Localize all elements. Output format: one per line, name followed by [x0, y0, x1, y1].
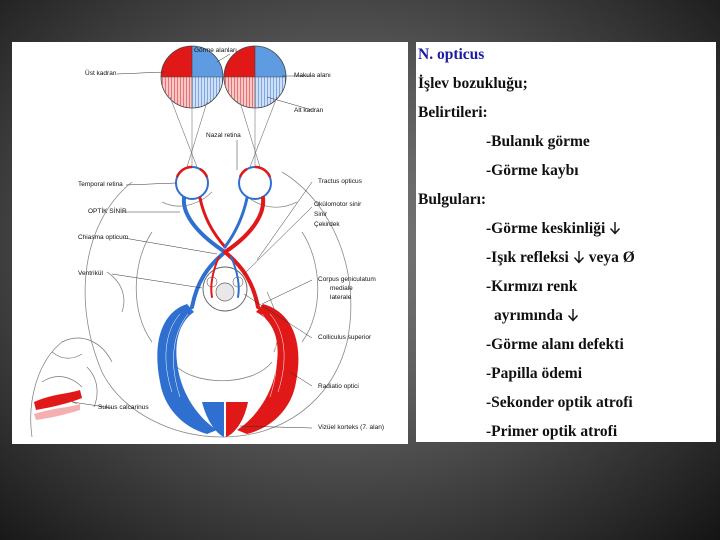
right-eye: [238, 165, 272, 200]
medial-brain-sketch: [30, 337, 113, 438]
label-sinir: Sinir: [314, 211, 328, 218]
right-optic-radiation: [237, 304, 299, 434]
optic-nerves: [181, 196, 266, 254]
ayriminda-text: ayrımında: [494, 307, 563, 324]
left-visual-field: [160, 45, 224, 109]
calcarine-pink: [34, 404, 80, 420]
label-chiasma-opticum: Chiasma opticum: [78, 234, 129, 241]
visual-cortex: [202, 402, 248, 437]
isik-refleksi-suffix: veya Ø: [588, 249, 635, 266]
label-colliculus-superior: Colliculus superior: [318, 334, 372, 341]
label-gorme-alanlari: Görme alanları: [194, 47, 237, 54]
label-optik-sinir: OPTİK SİNİR: [88, 208, 127, 215]
label-corpus-geniculatum: Corpus geniculatum: [318, 276, 376, 283]
notes-line-belirtileri: Belirtileri:: [418, 104, 488, 121]
notes-panel: N. opticus İşlev bozukluğu; Belirtileri:…: [416, 42, 716, 442]
label-okulomotor-sinir: Okülomotor sinir: [314, 201, 362, 208]
notes-title: N. opticus: [418, 46, 485, 63]
visual-pathway-figure: Görme alanları Üst kadran Makula alanı A…: [12, 42, 408, 444]
notes-line-gorme-alani: -Görme alanı defekti: [486, 336, 624, 353]
right-visual-field: [223, 45, 287, 109]
down-arrow-icon: [610, 222, 621, 235]
light-rays: [169, 96, 278, 168]
label-tractus-opticus: Tractus opticus: [318, 178, 362, 185]
label-mediale: mediale: [330, 285, 353, 292]
label-ust-kadran: Üst kadran: [85, 70, 117, 77]
notes-line-ayriminda: ayrımında: [494, 308, 579, 324]
notes-line-gorme-kaybi: -Görme kaybı: [486, 162, 579, 179]
isik-refleksi-text: -Işık refleksi: [486, 249, 569, 266]
label-sulcus-calcarinus: Sulcus calcarinus: [98, 404, 149, 411]
notes-line-gorme-keskinligi: -Görme keskinliği: [486, 221, 621, 237]
label-radiatio-optici: Radiatio optici: [318, 383, 359, 390]
label-visual-korteks: Vizüel korteks (7. alan): [318, 424, 384, 431]
down-arrow-icon: [573, 251, 584, 264]
midbrain: [202, 266, 248, 312]
label-nazal-retina: Nazal retina: [206, 132, 241, 139]
label-laterale: laterale: [330, 294, 352, 301]
left-eye: [175, 165, 209, 200]
visual-pathway-diagram: [30, 45, 352, 438]
label-makula-alani: Makula alanı: [294, 72, 331, 79]
notes-line-kirmizi-renk: -Kırmızı renk: [486, 278, 578, 295]
gorme-keskinligi-text: -Görme keskinliği: [486, 220, 606, 237]
notes-line-primer: -Primer optik atrofi: [486, 423, 618, 440]
label-alt-kadran: Alt kadran: [294, 107, 324, 114]
down-arrow-icon: [567, 309, 578, 322]
label-temporal-retina: Temporal retina: [78, 181, 123, 188]
leader-lines: [71, 53, 313, 429]
notes-line-papilla: -Papilla ödemi: [486, 365, 583, 382]
notes-line-islev: İşlev bozukluğu;: [418, 75, 528, 92]
notes-line-sekonder: -Sekonder optik atrofi: [486, 394, 633, 411]
notes-line-bulanik: -Bulanık görme: [486, 133, 590, 150]
calcarine-red: [34, 390, 82, 410]
notes-line-isik-refleksi: -Işık refleksi veya Ø: [486, 250, 635, 266]
label-cekirdek: Çekirdek: [314, 221, 340, 228]
optic-tracts: [190, 250, 260, 309]
left-optic-radiation: [157, 304, 217, 434]
notes-line-bulgulari: Bulguları:: [418, 191, 487, 208]
label-ventrikul: Ventrikül: [78, 270, 103, 277]
